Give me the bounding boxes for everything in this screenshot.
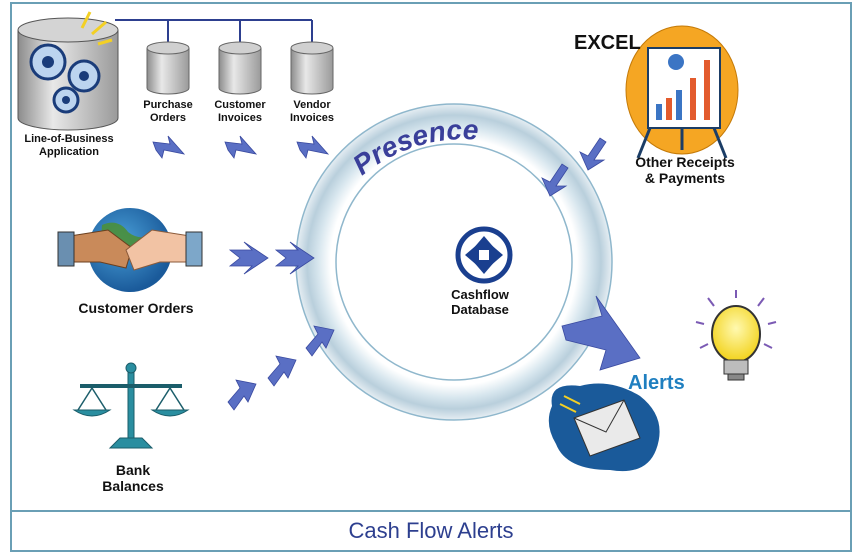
flow-arrow <box>152 135 186 159</box>
excel-label: EXCEL <box>574 32 641 54</box>
flow-arrow <box>228 241 269 275</box>
flow-arrows <box>152 135 641 411</box>
vendor-invoices-label: Vendor Invoices <box>289 99 335 124</box>
lob-app-label: Line-of-Business Application <box>24 133 114 158</box>
bank-balances-label: Bank Balances <box>102 462 164 495</box>
four-way-arrows-icon <box>455 226 513 284</box>
database-cylinder-icon <box>218 41 262 95</box>
lightbulb-icon <box>695 290 777 381</box>
easel-chart-icon <box>625 25 739 159</box>
flow-arrow <box>305 325 335 357</box>
gears-cylinder-icon <box>17 11 119 131</box>
purchase-orders-label: Purchase Orders <box>143 99 193 124</box>
flow-arrow <box>274 241 315 275</box>
handshake-globe-icon <box>57 208 203 292</box>
flow-arrow <box>541 163 569 197</box>
balance-scale-icon <box>72 362 190 449</box>
flow-arrow <box>224 135 258 159</box>
database-cylinder-icon <box>146 41 190 95</box>
footer-divider <box>10 510 852 512</box>
flow-arrow <box>561 295 641 371</box>
other-receipts-label: Other Receipts & Payments <box>635 154 735 187</box>
customer-orders-label: Customer Orders <box>78 300 194 316</box>
footer-title: Cash Flow Alerts <box>348 518 514 543</box>
database-connectors <box>115 19 313 42</box>
customer-invoices-label: Customer Invoices <box>214 99 266 124</box>
flow-arrow <box>296 135 330 159</box>
alerts-label: Alerts <box>628 372 685 394</box>
flow-arrow <box>579 137 607 171</box>
email-envelope-icon <box>548 383 660 472</box>
flow-arrow <box>227 379 257 411</box>
cashflow-database-label: Cashflow Database <box>451 287 509 317</box>
presence-ring <box>295 103 613 421</box>
database-cylinder-icon <box>290 41 334 95</box>
flow-arrow <box>267 355 297 387</box>
